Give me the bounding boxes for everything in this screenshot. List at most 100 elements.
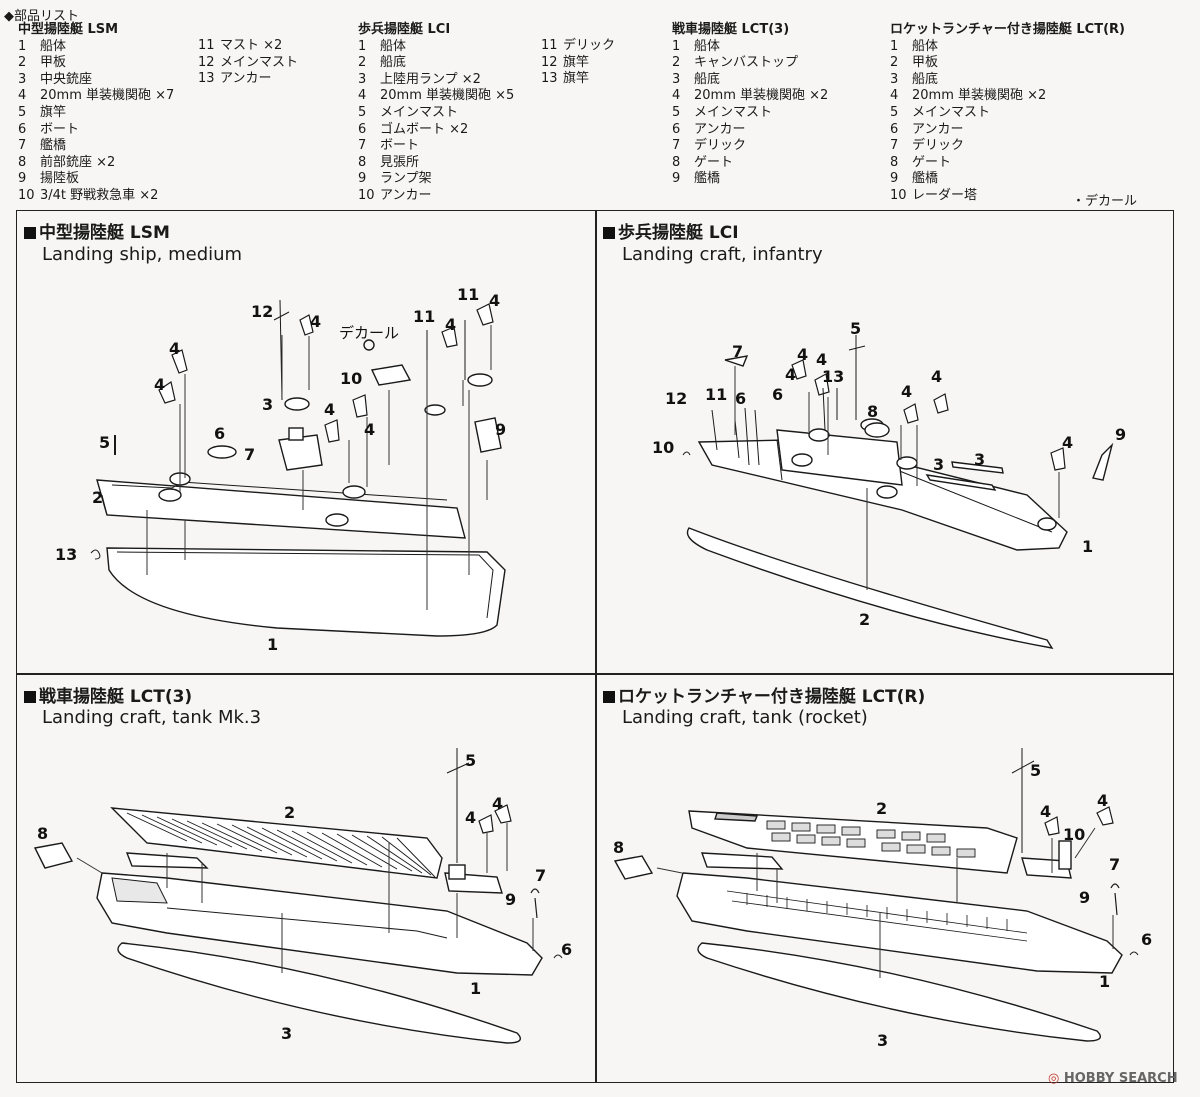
svg-text:3: 3 bbox=[877, 1031, 888, 1050]
part-number: 4 bbox=[358, 88, 367, 104]
svg-text:4: 4 bbox=[169, 339, 180, 358]
svg-text:4: 4 bbox=[931, 367, 942, 386]
svg-text:10: 10 bbox=[340, 369, 362, 388]
part-name: マスト ×2 bbox=[220, 38, 283, 53]
part-number: 9 bbox=[18, 171, 27, 187]
hobbysearch-logo-icon: ◎ bbox=[1048, 1071, 1060, 1086]
part-number: 1 bbox=[18, 38, 27, 54]
part-number: 11 bbox=[198, 38, 215, 53]
part-name: メインマスト bbox=[912, 104, 991, 120]
part-name: 船体 bbox=[912, 38, 939, 54]
part-name: 中央銃座 bbox=[40, 71, 93, 87]
part-number: 6 bbox=[18, 121, 27, 137]
part-number: 5 bbox=[890, 104, 899, 120]
parts-list-item: 11 マスト ×2 bbox=[198, 38, 298, 55]
svg-text:5: 5 bbox=[465, 751, 476, 770]
part-name: 船体 bbox=[380, 38, 407, 54]
svg-text:4: 4 bbox=[492, 794, 503, 813]
part-number: 2 bbox=[890, 55, 899, 71]
panel-subtitle-lct3: Landing craft, tank Mk.3 bbox=[42, 707, 262, 728]
part-number: 13 bbox=[541, 71, 558, 87]
svg-text:6: 6 bbox=[561, 940, 572, 959]
part-number: 3 bbox=[672, 71, 681, 87]
part-name: 艦橋 bbox=[40, 138, 67, 154]
svg-text:5: 5 bbox=[99, 433, 110, 452]
part-name: 20mm 単装機関砲 ×7 bbox=[40, 88, 175, 104]
svg-text:4: 4 bbox=[154, 375, 165, 394]
part-name: ランプ架 bbox=[380, 171, 432, 187]
svg-text:3: 3 bbox=[262, 395, 273, 414]
part-name: キャンバストップ bbox=[694, 55, 799, 71]
svg-text:8: 8 bbox=[867, 402, 878, 421]
panel-title-lci: 歩兵揚陸艇 LCI bbox=[603, 218, 739, 243]
part-number: 7 bbox=[672, 138, 681, 154]
svg-text:7: 7 bbox=[244, 445, 255, 464]
part-name: ボート bbox=[40, 121, 80, 137]
part-name: ゲート bbox=[912, 154, 952, 170]
part-number: 11 bbox=[541, 38, 558, 53]
panel-subtitle-lci: Landing craft, infantry bbox=[622, 244, 823, 265]
part-number: 7 bbox=[890, 138, 899, 154]
part-number: 7 bbox=[18, 138, 27, 154]
svg-text:4: 4 bbox=[465, 808, 476, 827]
svg-text:1: 1 bbox=[267, 635, 278, 654]
part-name: 旗竿 bbox=[563, 71, 590, 87]
svg-text:11: 11 bbox=[457, 285, 479, 304]
part-name: 船体 bbox=[40, 38, 67, 54]
part-name: 船底 bbox=[912, 71, 939, 87]
svg-text:7: 7 bbox=[732, 342, 743, 361]
part-number: 7 bbox=[358, 138, 367, 154]
svg-text:3: 3 bbox=[974, 450, 985, 469]
decal-note: ・デカール bbox=[1072, 194, 1138, 209]
svg-text:11: 11 bbox=[413, 307, 435, 326]
parts-list-item: 3 船底 bbox=[890, 72, 1125, 89]
parts-list-heading: ロケットランチャー付き揚陸艇 LCT(R) bbox=[890, 22, 1125, 37]
part-name: 旗竿 bbox=[40, 104, 67, 120]
svg-text:4: 4 bbox=[816, 350, 827, 369]
parts-list-item: 4 20mm 単装機関砲 ×5 bbox=[358, 88, 514, 105]
diagram-lsm: 2 1 3 7 6 5 13 10 9 12 11 11 4 4 4 4 4 4… bbox=[55, 285, 506, 654]
lctr-hull bbox=[676, 872, 1123, 974]
part-name: ゴムボート ×2 bbox=[380, 121, 469, 137]
part-number: 4 bbox=[890, 88, 899, 104]
svg-text:7: 7 bbox=[535, 866, 546, 885]
svg-text:4: 4 bbox=[1040, 802, 1051, 821]
svg-text:3: 3 bbox=[933, 455, 944, 474]
part-name: 船底 bbox=[380, 55, 407, 71]
part-number: 3 bbox=[890, 71, 899, 87]
part-name: アンカー bbox=[912, 121, 964, 137]
part-name: 艦橋 bbox=[694, 171, 721, 187]
part-number: 9 bbox=[358, 171, 367, 187]
bullet-square-icon bbox=[603, 227, 615, 239]
part-name: 20mm 単装機関砲 ×5 bbox=[380, 88, 515, 104]
lsm-bridge bbox=[278, 434, 323, 471]
lct3-hull bbox=[96, 872, 543, 976]
panel-title-lct3: 戦車揚陸艇 LCT(3) bbox=[24, 682, 192, 707]
part-number: 10 bbox=[18, 187, 35, 203]
watermark: ◎ HOBBY SEARCH bbox=[1048, 1071, 1178, 1086]
part-name: 船体 bbox=[694, 38, 721, 54]
part-number: 8 bbox=[358, 154, 367, 170]
part-number: 12 bbox=[198, 54, 215, 70]
svg-text:6: 6 bbox=[735, 389, 746, 408]
part-name: 20mm 単装機関砲 ×2 bbox=[694, 88, 829, 104]
part-name: 艦橋 bbox=[912, 171, 939, 187]
parts-list-item: 9 ランプ架 bbox=[358, 171, 514, 188]
svg-text:2: 2 bbox=[859, 610, 870, 629]
part-number: 5 bbox=[672, 104, 681, 120]
part-name: アンカー bbox=[220, 71, 272, 87]
